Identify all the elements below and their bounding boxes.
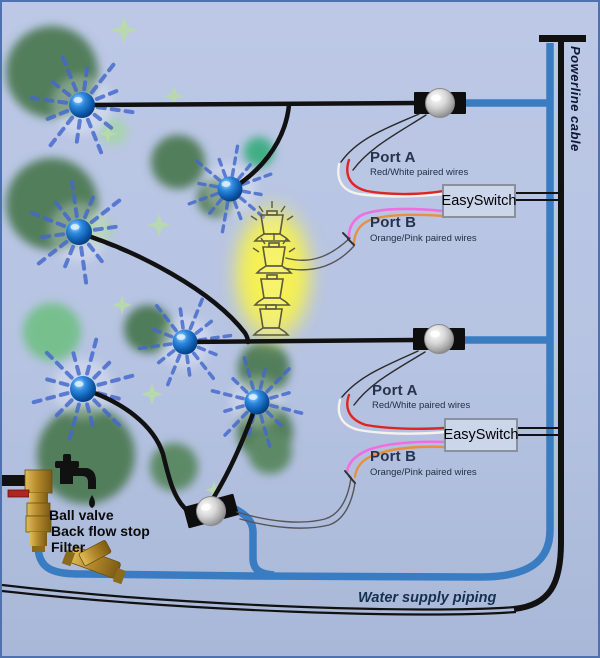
supply-label-filter: Filter — [51, 539, 86, 555]
y-filter-icon — [61, 540, 127, 585]
valve-connector-icon — [413, 88, 467, 118]
supply-hardware — [2, 454, 127, 585]
sprinkler-sphere-icon — [70, 376, 96, 402]
sprinkler-sphere-icon — [66, 219, 92, 245]
switch-powerline-links — [514, 192, 562, 436]
powerline-label: Powerline cable — [568, 46, 583, 152]
port-a-desc-2: Red/White paired wires — [372, 400, 471, 411]
port-a-desc-1: Red/White paired wires — [370, 167, 469, 178]
sprinkler-spheres — [66, 92, 270, 415]
sprinkler-sphere-icon — [217, 176, 243, 202]
sprinkler-sphere-icon — [244, 389, 270, 415]
faucet-icon — [55, 454, 96, 508]
water-pipes — [34, 43, 554, 581]
easyswitch-box-1: EasySwitch — [442, 184, 516, 218]
supply-label-ball-valve: Ball valve — [49, 507, 114, 523]
sprinkler-sphere-icon — [172, 329, 198, 355]
highlight-glow — [227, 196, 319, 352]
branch-pipe-3 — [224, 501, 275, 579]
easyswitch-box-2: EasySwitch — [444, 418, 518, 452]
main-supply-pipe — [34, 43, 554, 581]
ball-valve-icon — [7, 469, 53, 552]
inlet-pipe — [2, 475, 30, 486]
port-a-label-2: Port A — [372, 382, 418, 399]
powerline-cable-line — [2, 35, 586, 616]
powerline-t-bar — [539, 35, 586, 42]
port-b-desc-2: Orange/Pink paired wires — [370, 467, 477, 478]
valve-connector-icon — [181, 489, 241, 533]
port-b-desc-1: Orange/Pink paired wires — [370, 233, 477, 244]
port-b-label-2: Port B — [370, 448, 417, 465]
valve-connector-icon — [412, 324, 466, 354]
supply-label-back-flow-stop: Back flow stop — [51, 523, 150, 539]
port-b-label-1: Port B — [370, 214, 417, 231]
sprinkler-sphere-icon — [69, 92, 95, 118]
water-supply-label: Water supply piping — [358, 590, 497, 606]
signal-wires — [236, 113, 447, 529]
port-a-label-1: Port A — [370, 149, 416, 166]
